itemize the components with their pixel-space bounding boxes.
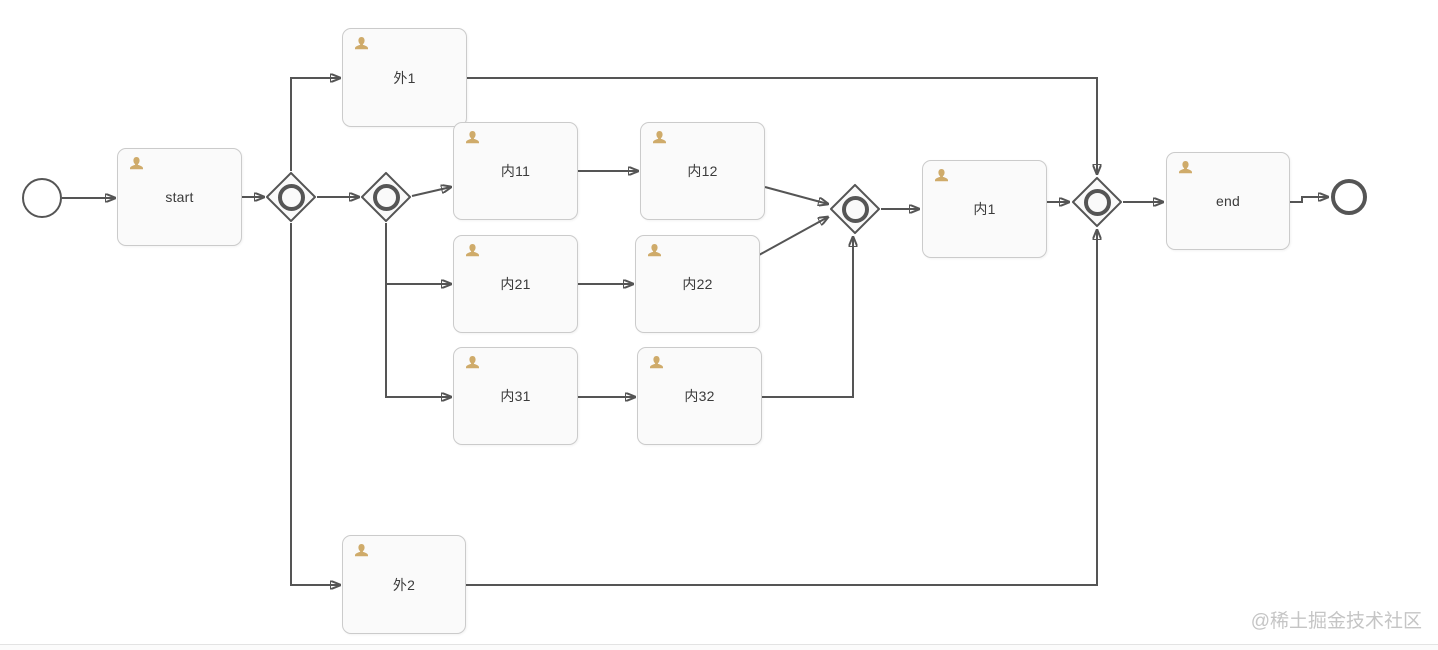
flow-end-to-endevent [1290, 197, 1328, 203]
task-label: 内21 [500, 276, 531, 292]
task-label: 内32 [684, 388, 715, 404]
task-in31[interactable]: 内31 [453, 347, 578, 445]
task-in22[interactable]: 内22 [635, 235, 760, 333]
gateway-circle-icon [842, 196, 869, 223]
task-label: 内22 [682, 276, 713, 292]
user-icon [463, 129, 482, 148]
user-icon [352, 35, 371, 54]
bottom-divider [0, 644, 1438, 645]
task-in1[interactable]: 内1 [922, 160, 1047, 258]
flow-gateway2-to-in31 [385, 284, 451, 397]
inclusive-gateway-join-inner[interactable] [829, 183, 881, 235]
user-icon [932, 167, 951, 186]
task-label: 内11 [500, 163, 531, 179]
task-end[interactable]: end [1166, 152, 1290, 250]
gateway-circle-icon [278, 184, 305, 211]
flow-gateway2-to-in21 [385, 223, 451, 284]
task-label: 外2 [392, 576, 416, 593]
inclusive-gateway-split-inner[interactable] [360, 171, 412, 223]
end-event[interactable] [1331, 179, 1367, 215]
inclusive-gateway-split-outer[interactable] [265, 171, 317, 223]
task-in21[interactable]: 内21 [453, 235, 578, 333]
start-event[interactable] [22, 178, 62, 218]
task-in32[interactable]: 内32 [637, 347, 762, 445]
task-in12[interactable]: 内12 [640, 122, 765, 220]
task-start[interactable]: start [117, 148, 242, 246]
bottom-strip [0, 645, 1438, 650]
task-label: 内31 [500, 388, 531, 404]
flow-in12-to-mergegateway [764, 186, 828, 204]
task-label: end [1216, 193, 1240, 209]
user-icon [463, 242, 482, 261]
user-icon [352, 542, 371, 561]
flow-in32-to-mergegateway [762, 237, 853, 398]
user-icon [647, 354, 666, 373]
gateway-circle-icon [1084, 189, 1111, 216]
task-out1[interactable]: 外1 [342, 28, 467, 127]
flow-out2-to-finalgateway [466, 230, 1097, 586]
task-out2[interactable]: 外2 [342, 535, 466, 634]
task-label: 外1 [393, 69, 416, 86]
user-icon [463, 354, 482, 373]
flow-gateway1-to-out2 [290, 223, 340, 585]
flow-gateway1-to-out1 [290, 78, 340, 171]
flow-in22-to-mergegateway [758, 217, 828, 256]
inclusive-gateway-join-outer[interactable] [1071, 176, 1123, 228]
task-label: 内1 [973, 201, 996, 217]
user-icon [650, 129, 669, 148]
task-label: 内12 [687, 163, 718, 179]
user-icon [1176, 159, 1195, 178]
user-icon [645, 242, 664, 261]
gateway-circle-icon [373, 184, 400, 211]
task-label: start [165, 189, 194, 205]
flow-out1-to-finalgateway [467, 77, 1097, 174]
flow-gateway2-to-in11 [411, 187, 451, 197]
watermark: @稀土掘金技术社区 [1250, 611, 1422, 632]
task-in11[interactable]: 内11 [453, 122, 578, 220]
user-icon [127, 155, 146, 174]
